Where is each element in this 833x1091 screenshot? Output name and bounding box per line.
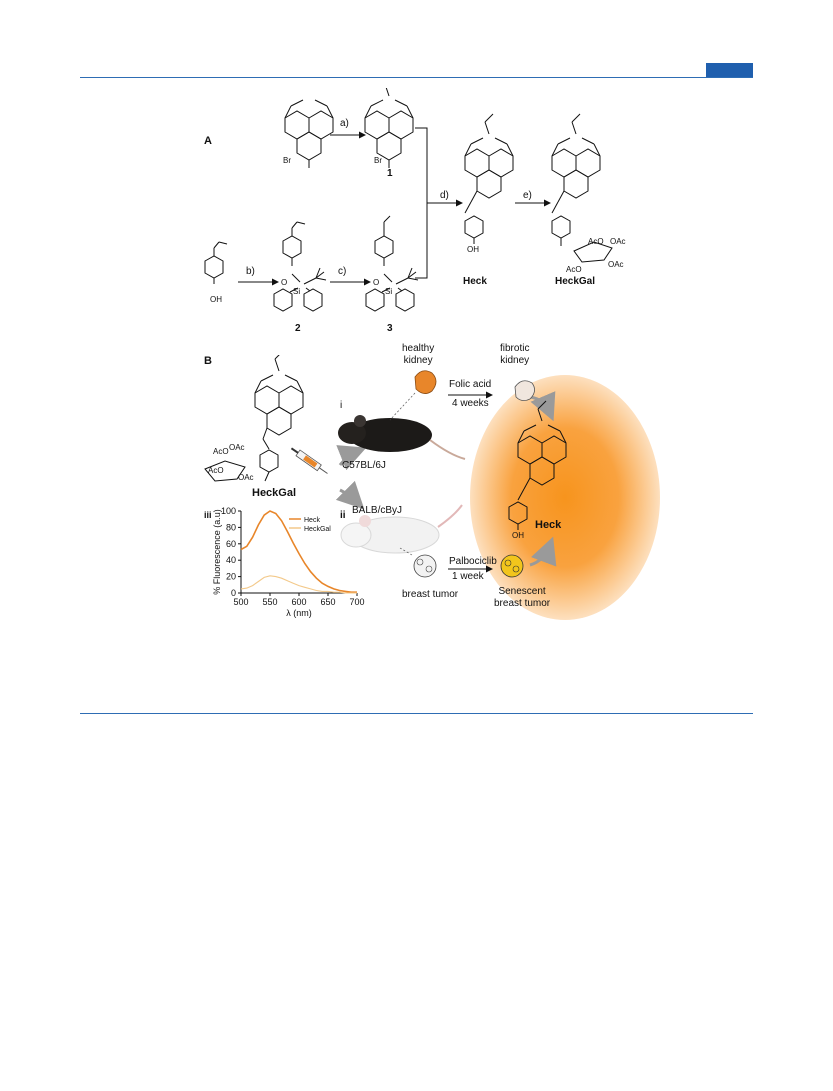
senescent-tumor-icon [500, 554, 524, 578]
heck-fluorescence-glow [470, 375, 660, 620]
atom-oh-2: OH [467, 245, 479, 254]
heckgal-structure [551, 113, 613, 263]
series-line-heckgal [240, 575, 357, 594]
healthy-kidney-icon [389, 370, 437, 421]
step-a-label: a) [340, 118, 349, 129]
panel-label-b: B [204, 355, 212, 367]
compound-2-label: 2 [295, 323, 301, 334]
heck-structure [464, 113, 514, 244]
heckgal-compound-label: HeckGal [555, 276, 596, 287]
heckgal-structure-b [204, 355, 304, 482]
atom-aco-3: AcO [566, 265, 582, 274]
atom-oac-2: OAc [610, 237, 626, 246]
strain-balbcbyj-label: BALB/cByJ [352, 505, 403, 516]
syringe-icon [290, 447, 328, 474]
y-tick-label: 40 [226, 555, 236, 565]
step-e-label: e) [523, 190, 532, 201]
top-rule [80, 77, 753, 78]
folic-acid-label: Folic acid [449, 379, 492, 390]
synthesis-scheme [204, 88, 613, 312]
biology-illustration [204, 355, 567, 578]
atom-o-2: O [281, 278, 288, 287]
breast-tumor-label: breast tumor [402, 589, 459, 600]
y-axis-label: % Fluorescence (a.u) [212, 509, 222, 595]
black-mouse-c57bl6j [338, 415, 466, 460]
legend-label-heckgal: HeckGal [304, 526, 331, 533]
anhydride-structure [284, 99, 334, 168]
route-ii-label: ii [340, 510, 346, 521]
y-tick-label: 60 [226, 539, 236, 549]
y-tick-label: 100 [221, 506, 236, 516]
atom-aco-b1: AcO [213, 447, 229, 456]
atom-oac-4: OAc [608, 260, 624, 269]
atom-oh-b: OH [512, 531, 524, 540]
healthy-kidney-label: healthy kidney [402, 343, 435, 366]
x-tick-label: 500 [233, 597, 248, 607]
x-tick-label: 550 [262, 597, 277, 607]
palbociclib-label: Palbociclib [449, 556, 497, 567]
y-tick-label: 80 [226, 522, 236, 532]
x-tick-label: 650 [320, 597, 335, 607]
panel-label-a: A [204, 135, 212, 147]
compound-3-label: 3 [387, 323, 393, 334]
atom-si-3: Si [385, 287, 393, 296]
white-mouse-balbcbyj [340, 504, 463, 554]
one-week-label: 1 week [452, 571, 484, 582]
compound-2-structure [273, 221, 327, 312]
legend-label-heck: Heck [304, 517, 320, 524]
series-line-heck [240, 510, 357, 593]
y-tick-label: 0 [231, 588, 236, 598]
header-accent-tab [706, 63, 753, 77]
atom-oh-1: OH [210, 295, 222, 304]
heck-compound-label: Heck [463, 276, 487, 287]
atom-br-2: Br [374, 156, 382, 165]
x-tick-label: 600 [291, 597, 306, 607]
atom-aco-b3: AcO [208, 466, 224, 475]
atom-si-2: Si [293, 287, 301, 296]
route-i-label: i [340, 400, 343, 411]
compound-1-structure [364, 88, 414, 168]
strain-c57bl6j-label: C57BL/6J [342, 460, 386, 471]
compound-3-structure [365, 215, 419, 312]
breast-tumor-icon [399, 547, 437, 578]
x-axis-label: λ (nm) [286, 608, 312, 618]
fibrotic-kidney-icon [514, 380, 535, 401]
x-tick-label: 700 [349, 597, 364, 607]
heckgal-b-label: HeckGal [252, 487, 297, 499]
y-tick-label: 20 [226, 572, 236, 582]
fibrotic-kidney-label: fibrotic kidney [500, 343, 530, 366]
atom-o-3: O [373, 278, 380, 287]
hydroxybenzaldehyde-structure [204, 241, 228, 284]
bottom-rule [80, 713, 753, 714]
step-b-label: b) [246, 266, 255, 277]
atom-oac-b2: OAc [229, 443, 245, 452]
compound-1-label: 1 [387, 168, 393, 179]
heck-structure-b [508, 400, 567, 530]
step-d-label: d) [440, 190, 449, 201]
four-weeks-label: 4 weeks [452, 398, 489, 409]
atom-br-1: Br [283, 156, 291, 165]
heck-b-label: Heck [535, 519, 562, 531]
senescent-tumor-label: Senescent breast tumor [494, 586, 551, 609]
atom-oac-b4: OAc [238, 473, 254, 482]
atom-aco-1: AcO [588, 237, 604, 246]
step-c-label: c) [338, 266, 347, 277]
route-iii-label: iii [204, 510, 212, 520]
